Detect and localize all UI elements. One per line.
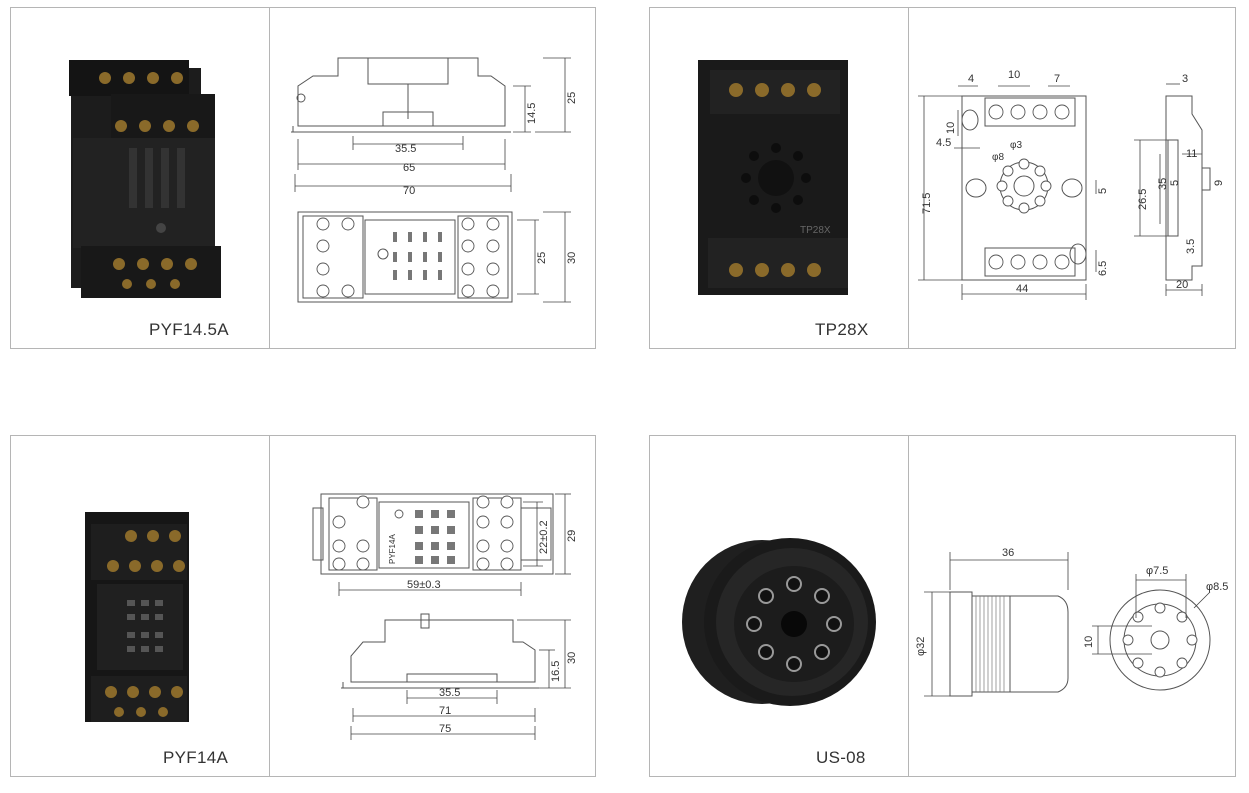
dim-35: 35 [1157, 178, 1169, 190]
model-label: PYF14.5A [149, 320, 229, 339]
dimension-drawing: 35.5 65 70 14.5 25 25 30 [291, 57, 578, 303]
card-divider [269, 436, 270, 776]
dimension-drawing: 36 φ32 φ7.5 φ8.5 10 [915, 547, 1228, 697]
dim-4: 4 [968, 73, 974, 85]
dim-59: 59±0.3 [407, 579, 441, 591]
socket-mark: PYF14A [388, 534, 397, 564]
dim-35-5: 35.5 [395, 143, 416, 155]
dim-10-left: 10 [945, 122, 957, 134]
dim-65: 65 [403, 162, 415, 174]
dim-9: 9 [1213, 180, 1225, 186]
card-divider [269, 8, 270, 348]
round-socket-photo [682, 538, 876, 706]
dim-29: 29 [566, 530, 578, 542]
dim-70: 70 [403, 185, 415, 197]
dim-36: 36 [1002, 547, 1014, 559]
dim-44: 44 [1016, 283, 1028, 295]
dim-25-bottom: 25 [536, 252, 548, 264]
dim-35-5: 35.5 [439, 687, 460, 699]
relay-socket-photo [85, 512, 189, 722]
model-label: US-08 [816, 748, 866, 767]
dim-75: 75 [439, 723, 451, 735]
dim-10-top: 10 [1008, 69, 1020, 81]
dim-phi3: φ3 [1010, 140, 1022, 151]
dim-10: 10 [1083, 636, 1095, 648]
relay-socket-photo: TP28X [698, 60, 848, 295]
product-card-pyf14a: PYF14A PYF14A 59±0.3 22±0.2 29 [10, 435, 596, 777]
dim-20: 20 [1176, 279, 1188, 291]
dimension-drawing: PYF14A 59±0.3 22±0.2 29 35.5 71 75 16.5 … [312, 493, 578, 740]
dim-6-5: 6.5 [1097, 261, 1109, 276]
card-divider [908, 8, 909, 348]
dim-30: 30 [566, 252, 578, 264]
dim-22: 22±0.2 [538, 520, 550, 554]
dim-71: 71 [439, 705, 451, 717]
dim-25-top: 25 [566, 92, 578, 104]
dim-phi32: φ32 [915, 637, 927, 656]
svg-text:TP28X: TP28X [800, 225, 831, 236]
dimension-drawing: 4 10 7 10 4.5 φ8 φ3 71.5 5 44 6.5 3 11 2… [918, 69, 1225, 300]
dim-16-5: 16.5 [550, 661, 562, 682]
relay-socket-photo [69, 60, 221, 298]
dim-4-5: 4.5 [936, 137, 951, 149]
card-divider [908, 436, 909, 776]
dim-phi7-5: φ7.5 [1146, 565, 1168, 577]
dim-11: 11 [1186, 148, 1197, 160]
dim-14-5: 14.5 [526, 103, 538, 124]
model-label: PYF14A [163, 748, 229, 767]
dim-7: 7 [1054, 73, 1060, 85]
dim-3: 3 [1182, 73, 1188, 85]
dim-71-5: 71.5 [921, 193, 933, 214]
model-label: TP28X [815, 320, 869, 339]
dim-phi8: φ8 [992, 152, 1004, 163]
dim-26-5: 26.5 [1137, 189, 1149, 210]
product-card-pyf14-5a: PYF14.5A 35.5 65 70 14.5 25 [10, 7, 596, 349]
dim-5-side: 5 [1169, 180, 1181, 186]
product-card-us-08: US-08 36 φ32 φ7 [649, 435, 1236, 777]
dim-3-5: 3.5 [1185, 239, 1197, 254]
product-card-tp28x: TP28X TP28X 4 10 7 10 [649, 7, 1236, 349]
dim-phi8-5: φ8.5 [1206, 581, 1228, 593]
dim-5: 5 [1097, 188, 1109, 194]
dim-30: 30 [566, 652, 578, 664]
